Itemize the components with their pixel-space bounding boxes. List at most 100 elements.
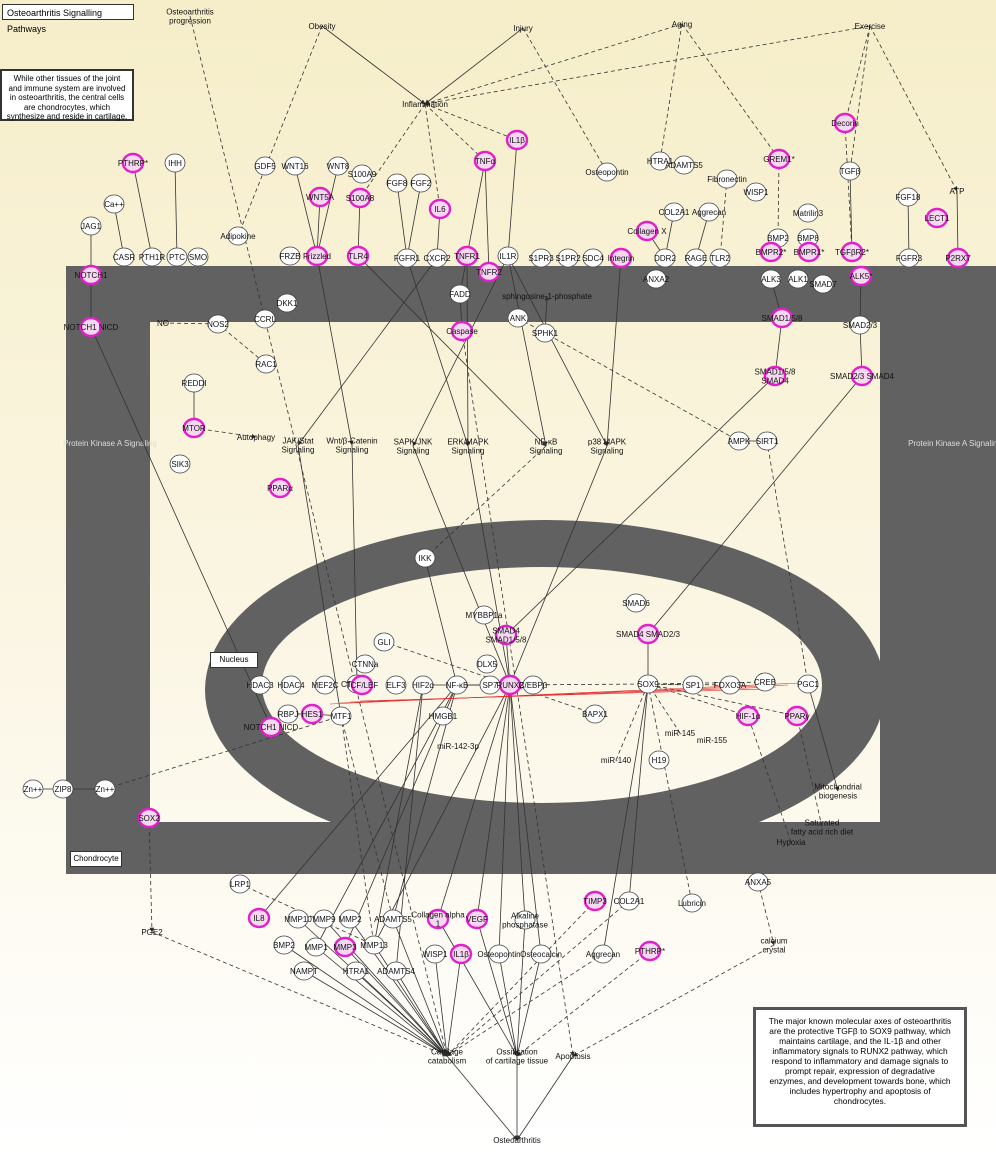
node-mef2c[interactable]: MEF2C (311, 675, 339, 695)
node-ampk[interactable]: AMPK (728, 431, 751, 451)
node-adamts4[interactable]: ADAMTS4 (377, 961, 415, 981)
node-il6[interactable]: IL6 (428, 198, 452, 220)
node-fadd[interactable]: FADD (449, 284, 471, 304)
node-mmp10[interactable]: MMP10 (284, 909, 312, 929)
node-il1r[interactable]: IL1R (497, 246, 519, 266)
node-col2a1-b[interactable]: COL2A1 (614, 891, 645, 911)
node-inflammation[interactable]: Inflammation (402, 100, 448, 109)
node-wnt5a[interactable]: WNT5A (306, 186, 335, 208)
node-mybbp1a[interactable]: MYBBP1a (466, 605, 503, 625)
node-mmp1[interactable]: MMP1 (304, 937, 328, 957)
node-reddi[interactable]: REDDI (182, 373, 207, 393)
node-ppara[interactable]: PPARα (267, 477, 293, 499)
node-dkk1[interactable]: DKK1 (277, 293, 298, 313)
node-tcflef[interactable]: TCF/LEF (346, 674, 379, 696)
node-osteocalcin[interactable]: Osteocalcin (520, 944, 562, 964)
node-mir145[interactable]: miR-145 (665, 729, 696, 738)
node-col2a1-top[interactable]: COL2A1 (659, 202, 690, 222)
node-creb[interactable]: CREB (754, 672, 776, 692)
node-matrilin3[interactable]: Matrilin3 (793, 203, 824, 223)
node-apoptosis[interactable]: Apoptosis (555, 1052, 590, 1061)
node-hes1[interactable]: HES1 (300, 703, 324, 725)
node-anxa5[interactable]: ANXA5 (745, 872, 772, 892)
node-rac1[interactable]: RAC1 (255, 354, 277, 374)
node-casr[interactable]: CASR (113, 247, 135, 267)
node-mir142[interactable]: miR-142-3p (437, 742, 479, 751)
node-timp3[interactable]: TIMP3 (583, 890, 607, 912)
node-mir155[interactable]: miR-155 (697, 736, 728, 745)
node-bapx1[interactable]: BAPX1 (582, 704, 608, 724)
node-bmpr1[interactable]: BMPR1* (794, 241, 825, 263)
node-mmp13[interactable]: MMP13 (360, 935, 388, 955)
node-s100a9[interactable]: S100A9 (348, 164, 377, 184)
node-hdac4[interactable]: HDAC4 (277, 675, 305, 695)
node-alk5[interactable]: ALK5* (850, 265, 873, 287)
node-pth1r[interactable]: PTH1R (139, 247, 165, 267)
node-foxo3a[interactable]: FOXO3A (714, 675, 747, 695)
node-h19[interactable]: H19 (648, 750, 670, 770)
node-oa[interactable]: Osteoarthritis (493, 1136, 541, 1145)
node-hmgb1[interactable]: HMGB1 (429, 706, 458, 726)
node-fgfr1[interactable]: FGFR1 (394, 248, 421, 268)
node-ccrl[interactable]: CCRL (254, 309, 276, 329)
node-bmpr2[interactable]: BMPR2* (756, 241, 787, 263)
node-alk3[interactable]: ALK3 (760, 269, 782, 289)
node-autophagy[interactable]: Autophagy (237, 433, 275, 442)
node-il8[interactable]: IL8 (247, 907, 271, 929)
node-adamts5[interactable]: ADAMTS5 (665, 155, 703, 175)
node-jag1[interactable]: JAG1 (80, 216, 102, 236)
node-ikk[interactable]: IKK (414, 548, 436, 568)
node-tnfr1[interactable]: TNFR1 (454, 245, 480, 267)
node-dlx5[interactable]: DLX5 (476, 654, 498, 674)
node-fgf8[interactable]: FGF8 (386, 173, 408, 193)
node-osteopontin1[interactable]: Osteopontin (585, 162, 629, 182)
node-smo[interactable]: SMO (187, 247, 209, 267)
node-tgfbr2[interactable]: TGFβR2* (835, 241, 869, 263)
node-ca[interactable]: Ca++ (103, 194, 125, 214)
node-wnt8[interactable]: WNT8 (327, 156, 350, 176)
node-adipokine[interactable]: Adipokine (220, 226, 256, 246)
node-ddr2[interactable]: DDR2 (654, 248, 676, 268)
node-rbpj[interactable]: RBPJ (277, 704, 299, 724)
node-hif1a[interactable]: HIF-1α (736, 705, 761, 727)
node-ihh[interactable]: IHH (164, 153, 186, 173)
node-notch1-nicd2[interactable]: NOTCH1 NICD (244, 716, 299, 738)
node-tnfr2[interactable]: TNFR2 (476, 261, 502, 283)
node-smad23[interactable]: SMAD2/3 (843, 315, 878, 335)
node-no[interactable]: NO (157, 319, 169, 328)
node-zn-out[interactable]: Zn++ (22, 779, 44, 799)
node-cebp[interactable]: C/EBPβ (519, 675, 548, 695)
node-mir140[interactable]: miR-140 (601, 756, 632, 765)
node-sdc4[interactable]: SDC4 (582, 248, 604, 268)
node-sox9[interactable]: SOX9 (637, 674, 659, 694)
node-osteopontin-b[interactable]: Osteopontin (477, 944, 521, 964)
node-tlr2[interactable]: TLR2 (709, 248, 731, 268)
node-pthrp-b[interactable]: PTHRP* (635, 940, 665, 962)
node-il1b[interactable]: IL1β (505, 129, 529, 151)
node-notch1[interactable]: NOTCH1 (75, 264, 108, 286)
node-hdac3[interactable]: HDAC3 (246, 675, 274, 695)
node-anxa2[interactable]: ANXA2 (643, 269, 670, 289)
node-htra1[interactable]: HTRA1 (647, 151, 674, 171)
node-ctnna[interactable]: CTNNa (352, 654, 379, 674)
node-runx2[interactable]: RUNX2 (496, 674, 524, 696)
node-pge2[interactable]: PGE2 (141, 928, 163, 937)
node-s100a8[interactable]: S100A8 (346, 187, 375, 209)
node-aging[interactable]: Aging (672, 20, 692, 29)
node-aggrecan-b[interactable]: Aggrecan (586, 944, 620, 964)
node-atp[interactable]: ATP (950, 187, 965, 196)
node-cxcr2[interactable]: CXCR2 (423, 248, 451, 268)
node-s1pr3[interactable]: S1PR3 (528, 248, 554, 268)
node-p2rx7[interactable]: P2RX7 (945, 247, 971, 269)
node-alk1[interactable]: ALK1 (787, 269, 809, 289)
node-fgf2[interactable]: FGF2 (410, 173, 432, 193)
